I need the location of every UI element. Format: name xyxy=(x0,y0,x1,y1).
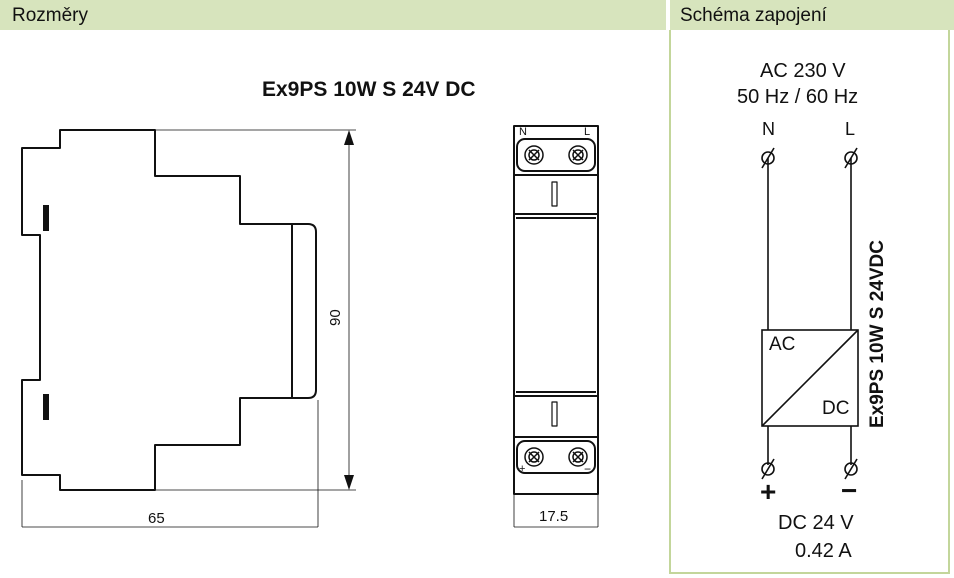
dimension-lines xyxy=(21,129,599,528)
side-view-front-face xyxy=(292,223,317,399)
input-frequency-label: 50 Hz / 60 Hz xyxy=(737,86,859,108)
front-view-screws xyxy=(524,145,588,467)
converter-ac-label: AC xyxy=(769,334,796,355)
height-dimension-label: 90 xyxy=(327,309,344,326)
front-view-slot-top xyxy=(551,181,558,207)
wiring-panel xyxy=(669,30,950,574)
input-voltage-label: AC 230 V xyxy=(760,60,846,82)
front-label-plus: + xyxy=(519,463,526,475)
converter-dc-label: DC xyxy=(822,398,850,419)
terminal-l-label: L xyxy=(845,119,856,139)
wiring-terminals xyxy=(761,147,858,480)
depth-dimension-label: 65 xyxy=(148,510,165,527)
front-view-slot-bottom xyxy=(551,401,558,427)
wiring-header: Schéma zapojení xyxy=(670,0,954,30)
output-voltage-label: DC 24 V xyxy=(778,512,854,534)
side-view-outline xyxy=(21,129,293,491)
front-view-terminal-bottom xyxy=(516,440,596,474)
front-view-center-block xyxy=(514,213,598,397)
front-label-l: L xyxy=(584,126,591,138)
width-dimension-label: 17.5 xyxy=(539,508,569,525)
product-model-title: Ex9PS 10W S 24V DC xyxy=(262,78,476,101)
terminal-n-label: N xyxy=(762,119,775,139)
dimensions-header-label: Rozměry xyxy=(12,5,89,26)
front-label-minus: − xyxy=(584,462,592,476)
front-view-terminal-lines xyxy=(514,174,598,438)
output-minus-label: − xyxy=(841,475,858,506)
side-view-clip-bottom xyxy=(43,394,49,420)
output-plus-label: + xyxy=(760,476,777,507)
wiring-lines xyxy=(761,158,859,465)
front-view-terminal-top xyxy=(516,138,596,172)
wiring-header-label: Schéma zapojení xyxy=(680,5,827,26)
converter-box xyxy=(761,329,859,427)
front-view-body xyxy=(513,125,599,495)
dimension-arrows xyxy=(344,130,354,490)
model-vertical-label: Ex9PS 10W S 24VDC xyxy=(867,240,888,428)
output-current-label: 0.42 A xyxy=(795,540,852,562)
front-label-n: N xyxy=(519,126,527,138)
side-view-clip-top xyxy=(43,205,49,231)
dimensions-header: Rozměry xyxy=(0,0,666,30)
